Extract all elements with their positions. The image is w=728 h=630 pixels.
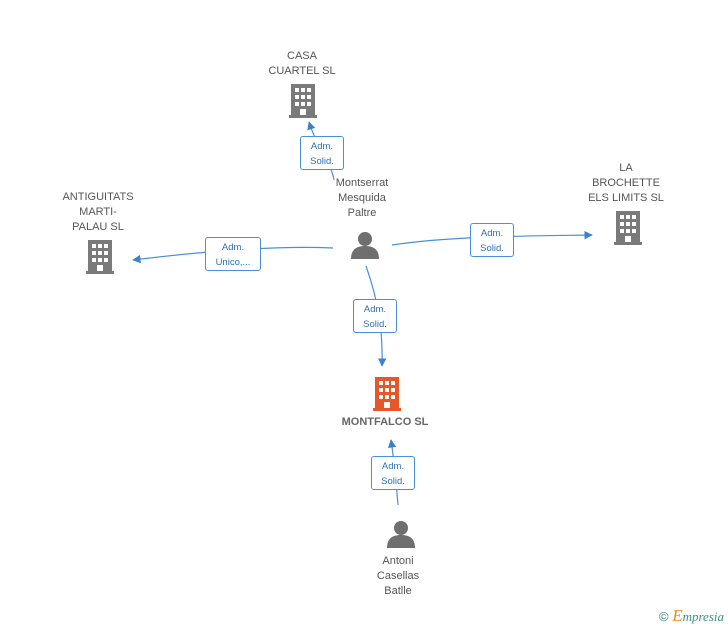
building-icon-antiguitats[interactable] bbox=[86, 240, 114, 274]
brand-logo-text: mpresia bbox=[682, 609, 724, 624]
node-label-montfalco[interactable]: MONTFALCO SL bbox=[341, 416, 429, 428]
node-label-antoni[interactable]: Antoni Casellas Batlle bbox=[376, 555, 420, 597]
brand-logo-initial: E bbox=[672, 606, 683, 625]
building-icon-montfalco[interactable] bbox=[373, 377, 401, 411]
brand-footer: © Empresia bbox=[659, 606, 724, 626]
relation-badge-antiguitats[interactable]: Adm. Unico,... bbox=[205, 237, 261, 271]
relation-badge-casa[interactable]: Adm. Solid. bbox=[300, 136, 344, 170]
node-label-antiguitats[interactable]: ANTIGUITATS MARTI- PALAU SL bbox=[62, 191, 134, 233]
person-icon-antoni[interactable] bbox=[387, 521, 415, 548]
copyright-icon: © bbox=[658, 609, 669, 624]
building-icon-casa[interactable] bbox=[289, 84, 317, 118]
relation-badge-brochette[interactable]: Adm. Solid. bbox=[470, 223, 514, 257]
relation-badge-antoni[interactable]: Adm. Solid. bbox=[371, 456, 415, 490]
node-label-brochette[interactable]: LA BROCHETTE ELS LIMITS SL bbox=[588, 162, 664, 204]
node-label-casa[interactable]: CASA CUARTEL SL bbox=[268, 50, 336, 77]
person-icon-montserrat[interactable] bbox=[351, 232, 379, 259]
building-icon-brochette[interactable] bbox=[614, 211, 642, 245]
node-label-montserrat[interactable]: Montserrat Mesquida Paltre bbox=[335, 177, 389, 219]
relation-badge-montfalco[interactable]: Adm. Solid. bbox=[353, 299, 397, 333]
